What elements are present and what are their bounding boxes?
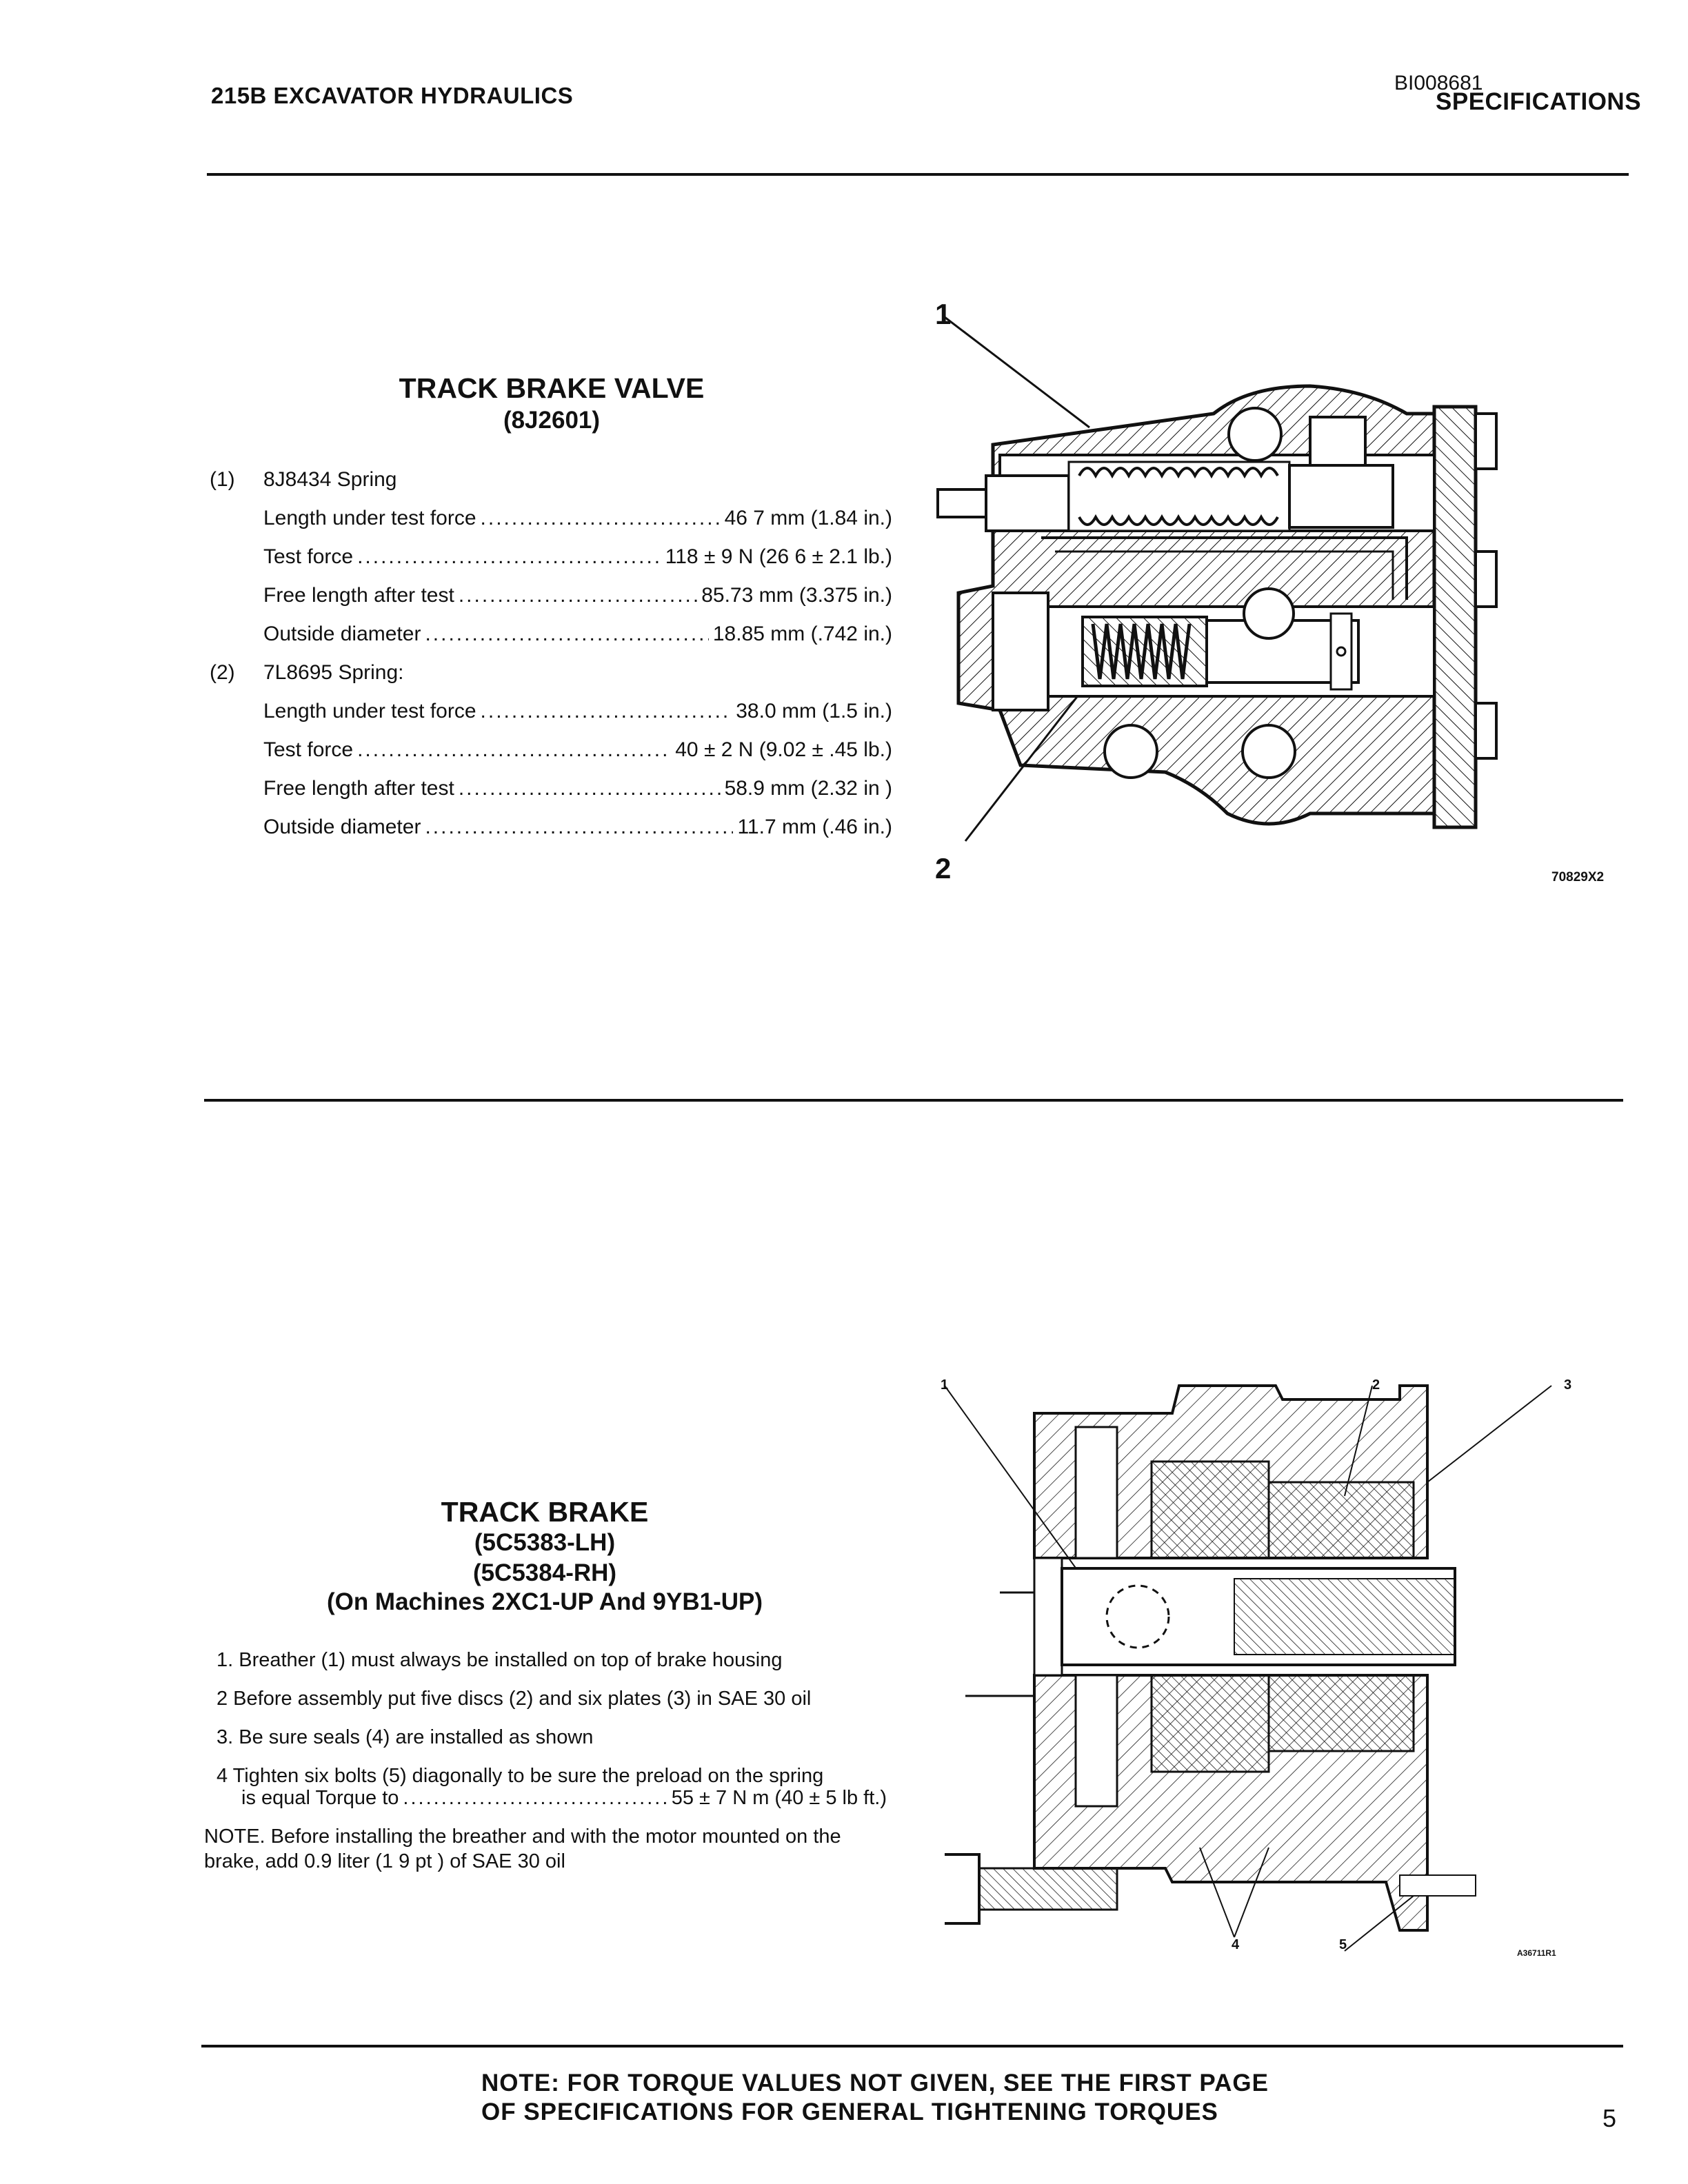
spring-1-test-force-row: Test force..............................… bbox=[263, 545, 892, 568]
section-divider bbox=[204, 1099, 1623, 1102]
document-title: 215B EXCAVATOR HYDRAULICS bbox=[211, 83, 574, 108]
brake-callout-1: 1 bbox=[941, 1377, 949, 1393]
valve-figure-code: 70829X2 bbox=[1551, 870, 1605, 884]
brake-callout-2: 2 bbox=[1372, 1377, 1380, 1393]
header-rule bbox=[207, 173, 1629, 176]
spring-2-free-length-row: Free length after test..................… bbox=[263, 777, 892, 800]
brake-item-3: 3. Be sure seals (4) are installed as sh… bbox=[217, 1726, 594, 1748]
valve-callout-1: 1 bbox=[935, 298, 952, 330]
spring-1-heading: (1)8J8434 Spring bbox=[210, 468, 397, 491]
brake-machines: (On Machines 2XC1-UP And 9YB1-UP) bbox=[326, 1588, 763, 1615]
document-id: BI008681 bbox=[1394, 72, 1483, 94]
brake-item-2: 2 Before assembly put five discs (2) and… bbox=[217, 1688, 812, 1710]
track-brake-valve-diagram bbox=[936, 316, 1498, 842]
brake-callout-4: 4 bbox=[1232, 1937, 1240, 1952]
spring-1-free-length-row: Free length after test..................… bbox=[263, 584, 892, 607]
brake-callout-5: 5 bbox=[1339, 1937, 1347, 1952]
page-number: 5 bbox=[1602, 2104, 1617, 2132]
spring-2-heading: (2)7L8695 Spring: bbox=[210, 661, 404, 684]
spring-2-outside-diameter-row: Outside diameter........................… bbox=[263, 816, 892, 838]
brake-part-rh: (5C5384-RH) bbox=[472, 1559, 617, 1586]
spring-1-outside-diameter-row: Outside diameter........................… bbox=[263, 623, 892, 645]
footer-rule bbox=[201, 2045, 1623, 2048]
footer-note-line-2: OF SPECIFICATIONS FOR GENERAL TIGHTENING… bbox=[481, 2099, 1218, 2125]
footer-note-line-1: NOTE: FOR TORQUE VALUES NOT GIVEN, SEE T… bbox=[481, 2070, 1269, 2096]
brake-callout-3: 3 bbox=[1564, 1377, 1572, 1393]
spring-1-length-row: Length under test force.................… bbox=[263, 507, 892, 529]
brake-torque-row: is equal Torque to......................… bbox=[241, 1787, 887, 1809]
valve-callout-2: 2 bbox=[935, 852, 952, 884]
valve-title: TRACK BRAKE VALVE bbox=[399, 372, 705, 404]
brake-note: NOTE. Before installing the breather and… bbox=[204, 1826, 841, 1872]
spring-2-test-force-row: Test force..............................… bbox=[263, 738, 892, 761]
spring-2-length-row: Length under test force.................… bbox=[263, 700, 892, 722]
brake-title: TRACK BRAKE bbox=[441, 1496, 649, 1528]
brake-part-lh: (5C5383-LH) bbox=[474, 1529, 616, 1556]
brake-figure-code: A36711R1 bbox=[1517, 1948, 1556, 1958]
brake-item-4: 4 Tighten six bolts (5) diagonally to be… bbox=[217, 1765, 824, 1787]
track-brake-diagram bbox=[945, 1384, 1552, 1952]
section-title: SPECIFICATIONS bbox=[1436, 88, 1642, 115]
valve-part-number: (8J2601) bbox=[503, 407, 601, 434]
brake-item-1: 1. Breather (1) must always be installed… bbox=[217, 1649, 783, 1671]
